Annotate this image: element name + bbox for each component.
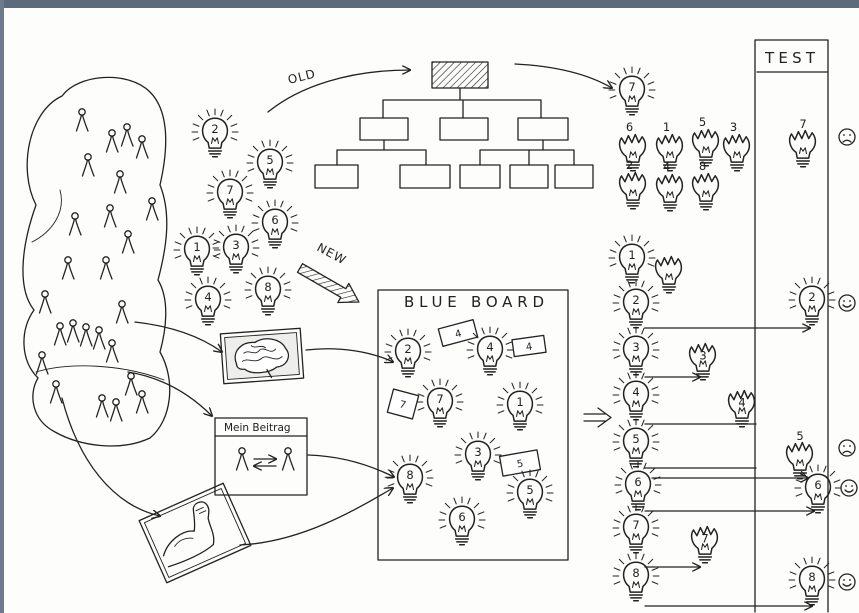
- bulb-number: 4: [738, 396, 745, 410]
- bulb-number: 2: [211, 122, 218, 136]
- org-chart-top-box: [432, 62, 488, 88]
- bulb-number: 4: [204, 290, 211, 304]
- bulb-number: 3: [232, 238, 239, 252]
- bulb-number: 4: [486, 340, 493, 354]
- bulb-number: 4: [663, 160, 670, 174]
- bulb-number: 5: [796, 429, 803, 443]
- bulb-number: 8: [699, 159, 706, 173]
- bulb-number: 2: [808, 290, 815, 304]
- bulb-number: 2: [626, 158, 633, 172]
- bulb-number: 2: [632, 293, 639, 307]
- bulb-number: 2: [404, 342, 411, 356]
- bulb-number: 3: [632, 340, 639, 354]
- contribution-card-title: Mein Beitrag: [224, 422, 291, 434]
- bulb-number: 8: [808, 570, 815, 584]
- bulb-number: 6: [814, 478, 821, 492]
- bulb-number: 5: [632, 432, 639, 446]
- bulb-number: 1: [516, 395, 523, 409]
- blue-board-title: BLUE BOARD: [404, 293, 544, 311]
- bulb-number: 7: [226, 183, 233, 197]
- bulb-number: 7: [701, 532, 708, 546]
- idea-card: 4: [512, 335, 546, 356]
- bulb-number: 7: [632, 518, 639, 532]
- scan-border-top: [0, 0, 859, 8]
- bulb-number: 6: [634, 475, 641, 489]
- bulb-number: 1: [628, 248, 635, 262]
- bulb-number: 1: [663, 120, 670, 134]
- scan-border-left: [0, 0, 4, 613]
- bulb-number: 4: [632, 385, 639, 399]
- bulb-number: 8: [406, 468, 413, 482]
- bulb-number: 3: [474, 445, 481, 459]
- bulb-number: 6: [271, 213, 278, 227]
- bulb-number: 5: [266, 153, 273, 167]
- bulb-number: 7: [628, 80, 635, 94]
- bulb-number: 8: [632, 566, 639, 580]
- bulb-number: 1: [193, 240, 200, 254]
- bulb-number: 8: [264, 280, 271, 294]
- bulb-number: 6: [626, 120, 633, 134]
- bulb-number: 7: [436, 392, 443, 406]
- bulb-number: 3: [730, 120, 737, 134]
- brain-picture-icon: [220, 328, 303, 383]
- bulb-number: 3: [699, 349, 706, 363]
- bulb-number: 5: [526, 483, 533, 497]
- bulb-number: 7: [799, 117, 806, 131]
- bulb-number: 5: [699, 115, 706, 129]
- bulb-number: 6: [458, 510, 465, 524]
